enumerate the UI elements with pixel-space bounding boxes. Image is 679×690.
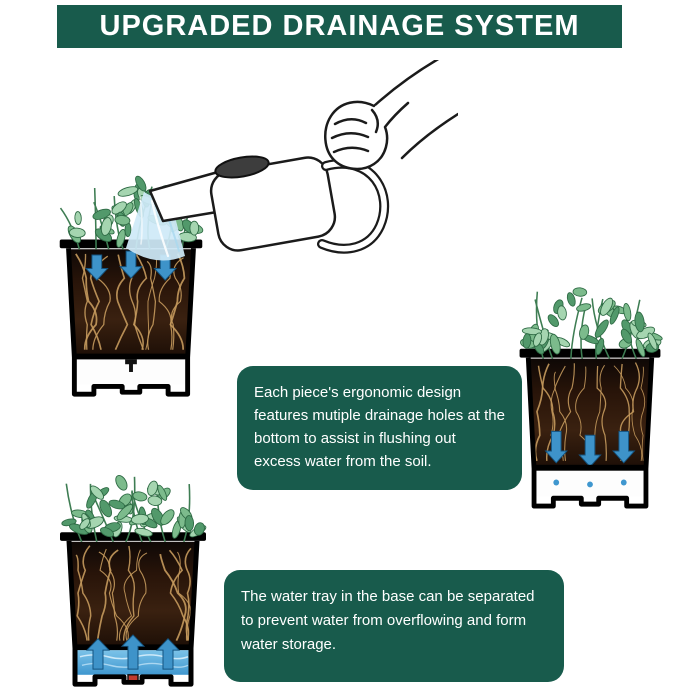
water-tray-callout-text: The water tray in the base can be separa… [241, 588, 535, 653]
hand [324, 60, 458, 171]
roots [75, 545, 192, 641]
drainage-callout: Each piece's ergonomic design features m… [237, 366, 522, 490]
pot-bottom-drain-illustration [508, 276, 672, 512]
water-flow-arrows [84, 250, 178, 281]
pot-outline [66, 540, 200, 687]
pot-cross-section [519, 287, 663, 509]
foliage [61, 475, 207, 543]
watering-can-icon [126, 60, 458, 261]
tray-separator [532, 464, 648, 471]
pot-cross-section [60, 475, 207, 687]
tray-separator [72, 353, 190, 360]
pot-water-storage-illustration [48, 462, 218, 690]
pot-outline [66, 248, 196, 397]
foliage [520, 287, 663, 359]
pot-outline [525, 357, 655, 509]
watering-can-illustration [118, 60, 458, 275]
page-title: UPGRADED DRAINAGE SYSTEM [99, 10, 580, 42]
drain-detail [125, 359, 137, 372]
water-flow-arrows [544, 430, 636, 468]
title-banner: UPGRADED DRAINAGE SYSTEM [57, 5, 622, 48]
water-tray-callout: The water tray in the base can be separa… [224, 570, 564, 682]
drain-detail [553, 479, 627, 488]
water-flow-arrows [85, 634, 181, 670]
can-opening [214, 155, 270, 179]
drainage-callout-text: Each piece's ergonomic design features m… [254, 384, 505, 470]
